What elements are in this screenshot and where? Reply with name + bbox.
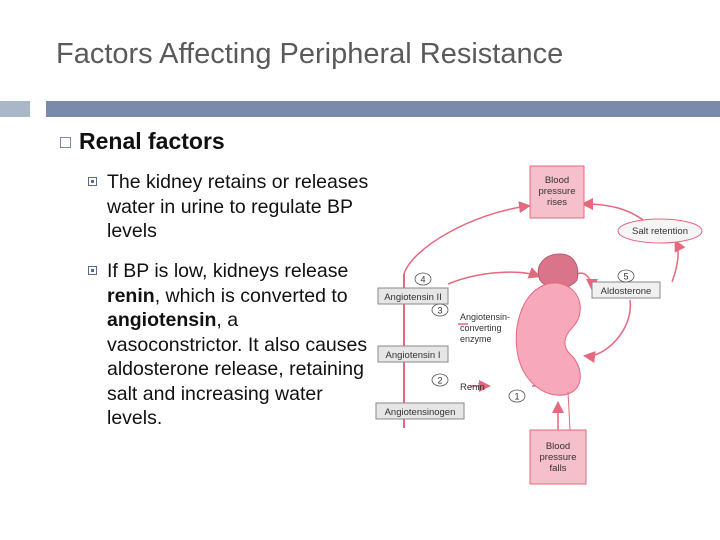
angiotensin-i-label: Angiotensin I — [386, 350, 441, 361]
square-bullet-icon — [88, 266, 97, 275]
arrow-aldosterone-to-salt — [671, 239, 686, 283]
bp-rises-line3: rises — [547, 197, 567, 208]
bp-rises-line2: pressure — [539, 186, 576, 197]
svg-text:1: 1 — [514, 392, 519, 402]
sub-bullet-text: The kidney retains or releases water in … — [107, 171, 369, 242]
sub-bullet-kidney-water: The kidney retains or releases water in … — [88, 170, 370, 244]
square-bullet-icon — [88, 177, 97, 186]
step-5-badge: 5 — [617, 269, 635, 283]
arrow-angII-to-bp-rises — [403, 201, 531, 275]
svg-text:3: 3 — [437, 306, 442, 316]
bp-falls-line3: falls — [550, 463, 567, 474]
renin-angiotensin-diagram: Blood pressure rises Salt retention Aldo… — [375, 165, 703, 485]
arrow-angII-to-adrenal — [447, 267, 541, 285]
step-3-badge: 3 — [431, 303, 449, 317]
term-angiotensin: angiotensin — [107, 309, 217, 331]
arrow-adrenal-to-aldosterone — [576, 272, 598, 291]
bp-falls-line2: pressure — [540, 452, 577, 463]
ureter-line — [567, 391, 571, 431]
kidney-icon — [515, 282, 581, 396]
term-renin: renin — [107, 284, 155, 307]
step-4-badge: 4 — [414, 272, 432, 286]
bp-falls-line1: Blood — [546, 441, 570, 452]
step-1-badge: 1 — [508, 389, 526, 403]
slide-title: Factors Affecting Peripheral Resistance — [56, 38, 564, 70]
salt-retention-label: Salt retention — [632, 226, 688, 237]
title-rule-long — [46, 101, 720, 117]
step-2-badge: 2 — [431, 373, 449, 387]
ace-line1: Angiotensin- — [460, 312, 510, 322]
box-angiotensin-ii — [377, 287, 449, 305]
box-angiotensin-i — [377, 345, 449, 363]
text-fragment: If BP is low, kidneys release — [107, 260, 349, 282]
oval-salt-retention — [617, 218, 703, 244]
bullet-renal-factors: Renal factors — [60, 128, 225, 155]
box-angiotensinogen — [375, 402, 465, 420]
svg-text:4: 4 — [420, 275, 425, 285]
box-bp-falls — [529, 429, 587, 485]
aldosterone-label: Aldosterone — [601, 286, 652, 297]
bp-rises-line1: Blood — [545, 175, 569, 186]
bullet-heading: Renal factors — [79, 128, 225, 154]
svg-text:2: 2 — [437, 376, 442, 386]
sub-bullet-renin: If BP is low, kidneys release renin, whi… — [88, 259, 370, 431]
renin-label: Renin — [460, 382, 485, 393]
arrow-aldosterone-to-kidney — [583, 299, 631, 363]
svg-text:5: 5 — [623, 272, 628, 282]
title-rule-short — [0, 101, 30, 117]
sub-bullet-text: If BP is low, kidneys release renin, whi… — [107, 259, 370, 431]
text-fragment: , which is converted to — [154, 284, 348, 307]
text-fragment: , a vasoconstrictor. It also causes aldo… — [107, 309, 368, 429]
angiotensinogen-label: Angiotensinogen — [385, 407, 456, 418]
ace-line3: enzyme — [460, 334, 492, 344]
ace-line2: converting — [460, 323, 502, 333]
square-bullet-icon — [60, 137, 71, 148]
box-bp-rises — [529, 165, 585, 219]
angiotensin-ii-label: Angiotensin II — [384, 292, 442, 303]
